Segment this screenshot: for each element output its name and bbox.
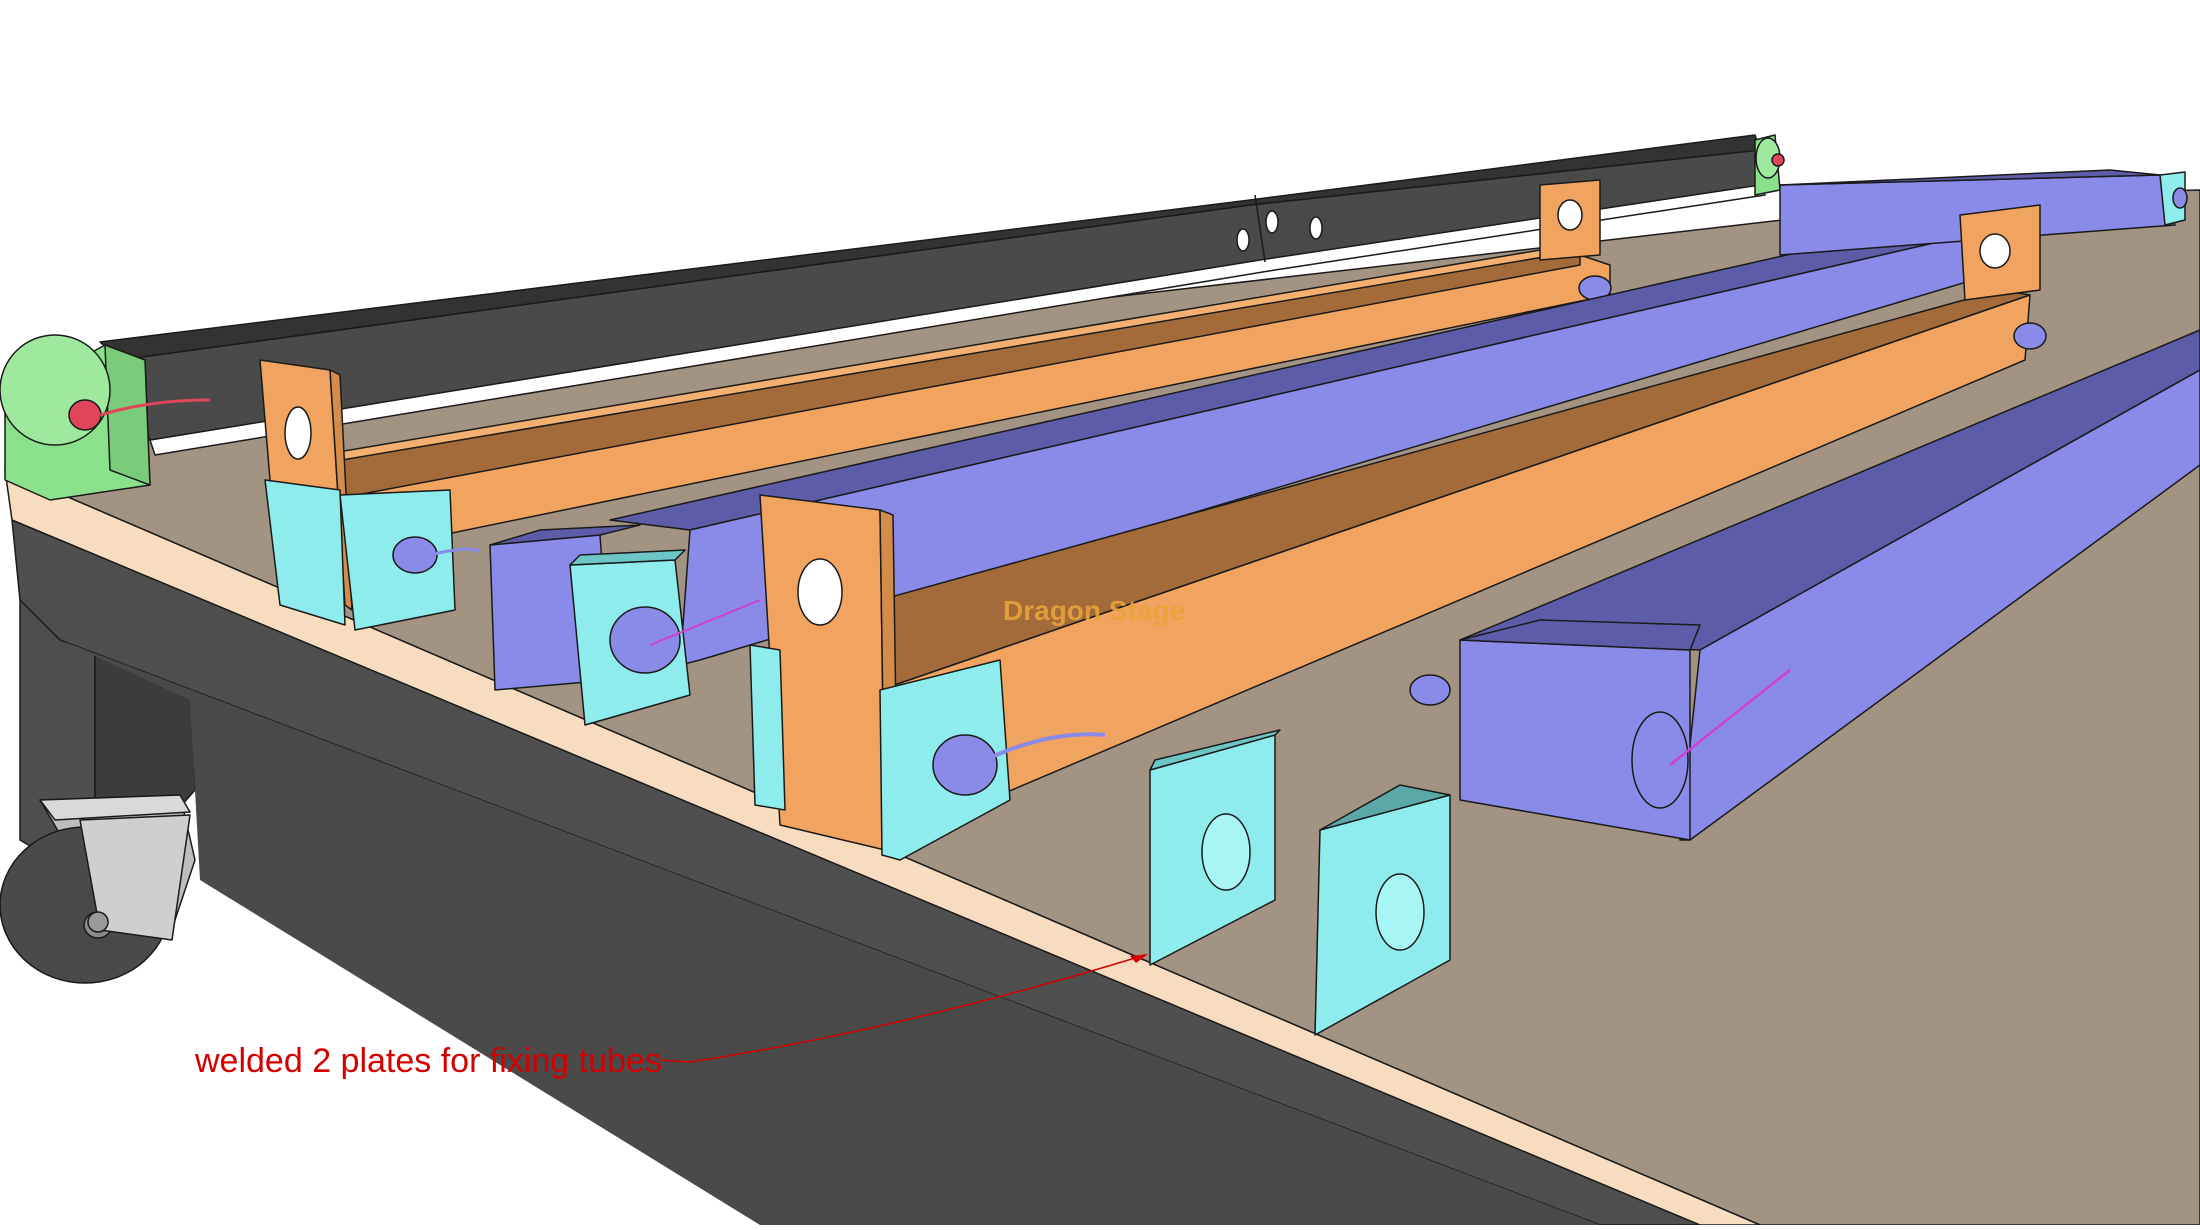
plate-mid-boss [609, 606, 681, 674]
plate-front-pin [932, 734, 998, 796]
back-rail [99, 134, 1766, 456]
loose-plate-1-hole [1201, 813, 1251, 891]
plate-back-left [264, 479, 346, 626]
tube-front-end-top [1459, 619, 1701, 651]
watermark: Dragon Stage [1003, 595, 1185, 626]
leader-arrowhead [1130, 954, 1148, 963]
purple-tube-middle [489, 224, 1991, 726]
caster-fork [79, 814, 191, 941]
plate-front-left [749, 644, 786, 811]
tube-front-boss [1631, 711, 1689, 809]
rail-hole-3 [1309, 216, 1323, 240]
lug-back-near-hole [284, 406, 312, 460]
tube-far-boss [2172, 187, 2188, 209]
tube-front-side-pin [1409, 674, 1451, 706]
lug-front-far-hole [1979, 233, 2011, 269]
rail-hole-2 [1265, 210, 1279, 234]
mid-pin-line [649, 599, 761, 646]
annotation: welded 2 plates for fixing tubes [194, 954, 1148, 1080]
caster-plate [39, 794, 191, 821]
rail-hole-1 [1236, 228, 1250, 252]
loose-plate-2-hole [1375, 873, 1425, 951]
orange-channel-front [749, 204, 2047, 861]
hinge-wire [99, 398, 211, 417]
caster-wheel [0, 794, 196, 984]
plate-front-wire [984, 732, 1106, 762]
hinge-right-pin [1771, 153, 1785, 167]
hinge-side [104, 344, 151, 486]
lug-front-near-hole [797, 558, 843, 626]
loose-plates [1149, 729, 1451, 1036]
orange-channel-back [259, 179, 1612, 631]
plate-back-pin [392, 536, 438, 574]
purple-tube-front [1409, 329, 2200, 841]
table-apron-lower [60, 640, 1600, 1225]
lug-back-far-hole [1557, 199, 1583, 231]
tube-far-top [1779, 169, 2161, 186]
tube-front-pin-line [1669, 669, 1791, 766]
tube-mid-end-top [489, 524, 641, 546]
loose-plate-2-side [1319, 784, 1451, 831]
leader-line [659, 1059, 691, 1063]
hinge-block-left [0, 334, 211, 501]
leader-curve [689, 954, 1146, 1063]
hinge-pin-red [68, 399, 102, 431]
channel-front-far-pin [2013, 322, 2047, 350]
annotation-label: welded 2 plates for fixing tubes [194, 1042, 662, 1080]
rail-joint [1254, 194, 1266, 263]
loose-plate-1-side [1149, 729, 1281, 771]
hinge-block-right [1754, 134, 1785, 196]
plate-mid-side [569, 549, 686, 566]
plate-back-wire [429, 547, 481, 557]
caster-axle [87, 911, 109, 933]
